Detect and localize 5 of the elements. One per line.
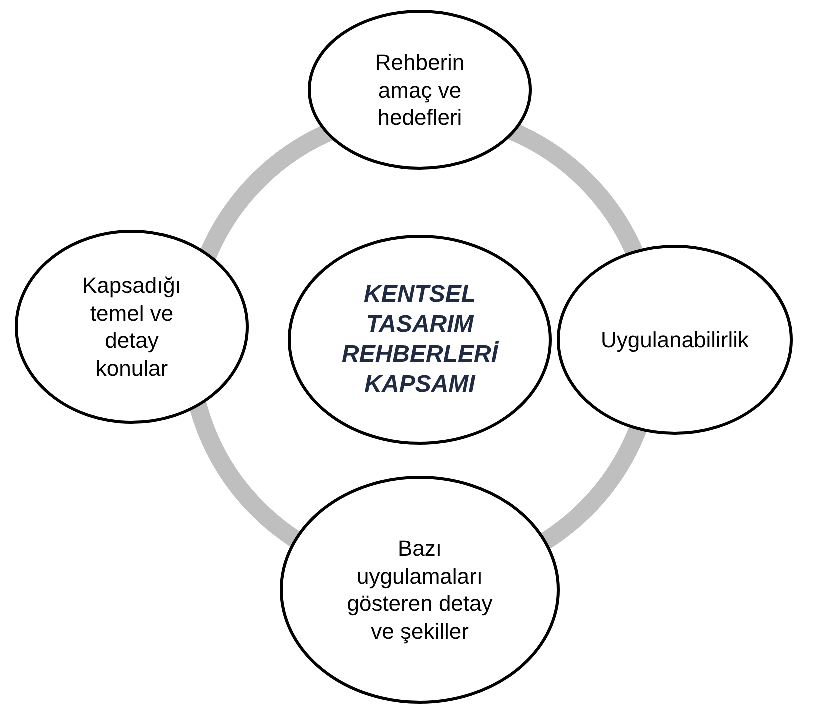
topic-text: Bazı uygulamaları gösteren detay ve şekiller	[346, 535, 494, 645]
topic-text: Uygulanabilirlik	[600, 326, 750, 354]
topic-text: Kapsadığı temel ve detay konular	[81, 272, 183, 382]
center-title: KENTSEL TASARIM REHBERLERİ KAPSAMI	[340, 280, 500, 400]
topic-text: Rehberin amaç ve hedefleri	[374, 48, 466, 132]
